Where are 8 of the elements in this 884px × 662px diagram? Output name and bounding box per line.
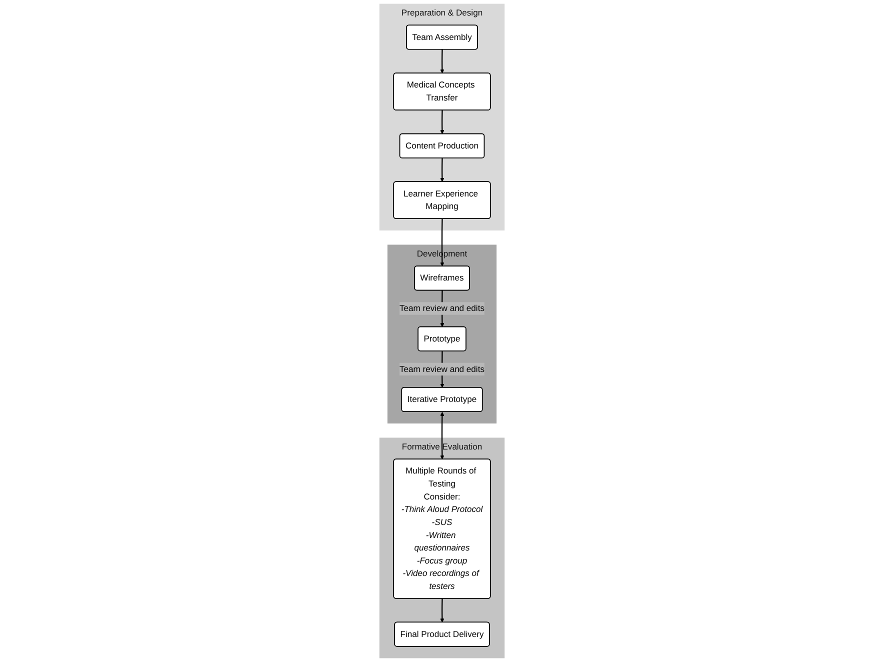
arrow: [440, 110, 444, 134]
arrow: [440, 218, 444, 266]
arrow: [440, 158, 444, 182]
arrow: [440, 50, 444, 74]
edge-label: Team review and edits: [400, 364, 484, 374]
edge-label: Team review and edits: [400, 303, 484, 313]
arrow: [440, 412, 444, 460]
arrow: [440, 598, 444, 623]
